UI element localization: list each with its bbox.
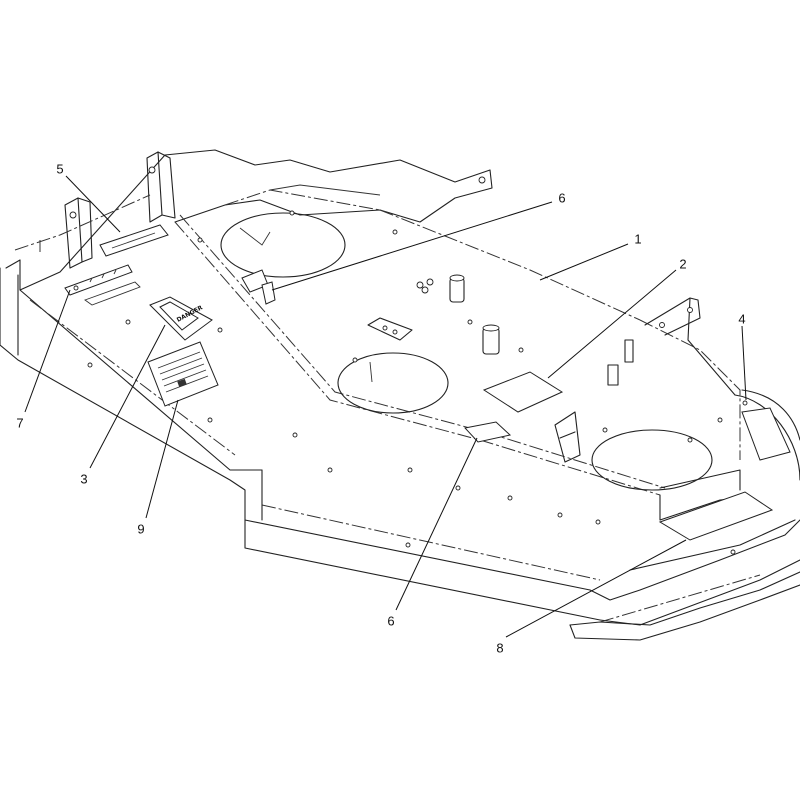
callout-label-3: 3 [80,471,87,486]
right-bracket [644,297,736,396]
callout-label-9: 9 [137,521,144,536]
callout-label-6: 6 [387,613,394,628]
callout-label-1: 1 [634,231,641,246]
decal-9 [147,341,219,407]
decal-8 [658,491,774,541]
center-components [367,274,634,463]
rear-brackets [14,151,486,269]
decals: DANGER [64,224,791,541]
decal-3-danger: DANGER [149,296,213,341]
decal-5 [99,224,169,257]
callout-label-2: 2 [679,256,686,271]
decal-6-front [464,421,512,443]
decal-6-rear [241,269,276,305]
callout-label-5: 5 [56,161,63,176]
decal-4 [741,400,791,461]
deck-holes [87,210,736,555]
callout-label-6: 6 [558,190,565,205]
callout-label-8: 8 [496,640,503,655]
spindle-openings [220,212,713,491]
decal-7 [64,264,141,306]
callout-label-7: 7 [16,415,23,430]
callout-labels: 5 6 1 2 4 7 3 9 6 8 [16,161,745,655]
decal-2 [482,371,564,413]
callout-label-4: 4 [738,311,745,326]
leader-lines [24,175,747,638]
deck-body [0,149,800,641]
